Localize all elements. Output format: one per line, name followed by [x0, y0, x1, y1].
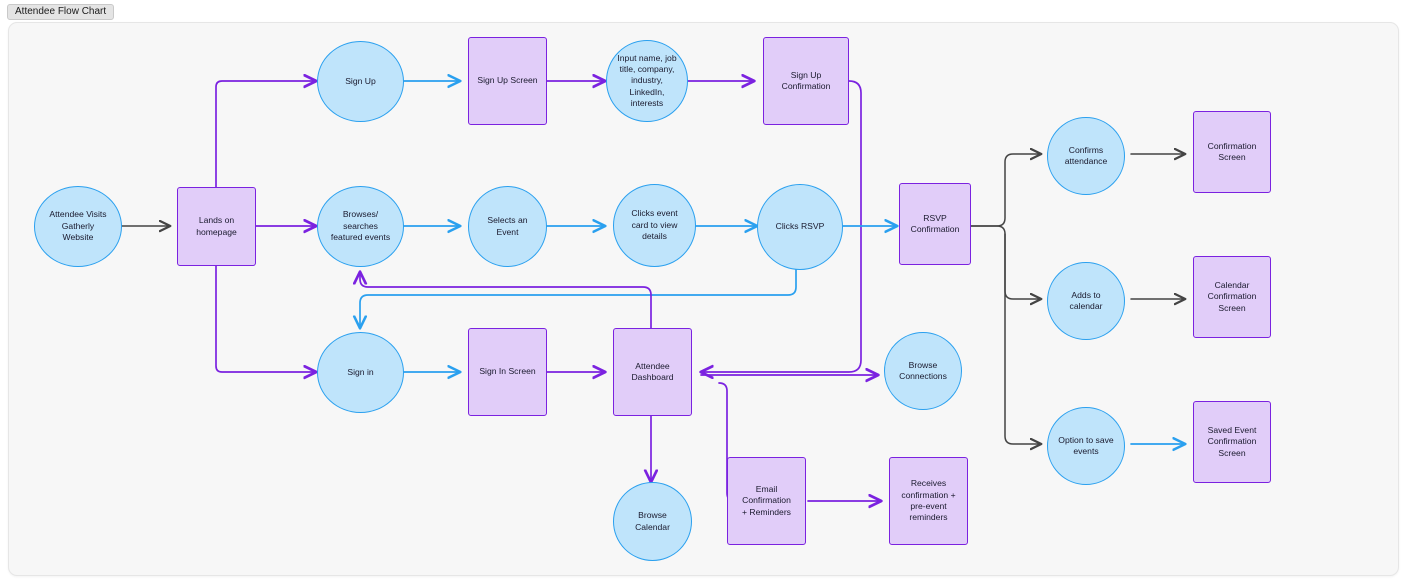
node-sign-in-screen[interactable]: Sign In Screen: [468, 328, 547, 416]
node-browse-calendar[interactable]: Browse Calendar: [613, 482, 692, 561]
node-label: Sign In Screen: [479, 366, 536, 377]
node-label: RSVP Confirmation: [910, 212, 960, 234]
node-sign-in[interactable]: Sign in: [317, 332, 404, 413]
node-label: Input name, job title, company, industry…: [617, 52, 677, 109]
node-clicks-rsvp[interactable]: Clicks RSVP: [757, 184, 843, 270]
node-label: Selects an Event: [487, 215, 528, 237]
edge-rsvp-to-confirms: [970, 154, 1041, 227]
node-label: Saved Event Confirmation Screen: [1207, 424, 1257, 458]
node-label: Attendee Dashboard: [631, 360, 674, 382]
edge-homepage-to-signin: [215, 265, 316, 372]
node-label: Sign in: [347, 366, 374, 377]
edge-rsvp-to-optionsave: [1004, 233, 1041, 444]
node-email-confirmation[interactable]: Email Confirmation + Reminders: [727, 457, 806, 545]
node-browses-events[interactable]: Browses/ searches featured events: [317, 186, 404, 267]
edge-homepage-to-signup: [215, 81, 316, 188]
node-attendee-dashboard[interactable]: Attendee Dashboard: [613, 328, 692, 416]
node-label: Lands on homepage: [196, 215, 237, 237]
node-sign-up-screen[interactable]: Sign Up Screen: [468, 37, 547, 125]
edge-clicksrsvp-to-signin: [360, 269, 797, 328]
tab-bar: Attendee Flow Chart: [0, 0, 1407, 21]
node-input-details[interactable]: Input name, job title, company, industry…: [606, 40, 688, 122]
node-label: Clicks RSVP: [775, 221, 825, 232]
node-confirms-attendance[interactable]: Confirms attendance: [1047, 117, 1125, 195]
node-label: Confirms attendance: [1064, 144, 1108, 166]
node-label: Sign Up: [345, 75, 376, 86]
node-label: Attendee Visits Gatherly Website: [49, 209, 107, 243]
node-label: Option to save events: [1058, 434, 1114, 456]
node-selects-an-event[interactable]: Selects an Event: [468, 186, 547, 267]
node-label: Browses/ searches featured events: [330, 209, 391, 243]
node-label: Sign Up Confirmation: [781, 69, 831, 91]
node-label: Receives confirmation + pre-event remind…: [901, 478, 956, 523]
connector-layer: [121, 23, 1398, 575]
edge-dashboard-to-browses: [360, 272, 652, 355]
document-title-tab[interactable]: Attendee Flow Chart: [7, 4, 115, 20]
node-clicks-event-card[interactable]: Clicks event card to view details: [613, 184, 696, 267]
node-receives-confirmation[interactable]: Receives confirmation + pre-event remind…: [889, 457, 968, 545]
flowchart-canvas[interactable]: Attendee Visits Gatherly Website Lands o…: [8, 22, 1399, 576]
node-label: Confirmation Screen: [1207, 140, 1257, 162]
node-label: Calendar Confirmation Screen: [1207, 279, 1257, 313]
node-confirmation-screen[interactable]: Confirmation Screen: [1193, 111, 1271, 193]
node-saved-event-confirmation-screen[interactable]: Saved Event Confirmation Screen: [1193, 401, 1271, 483]
node-option-to-save-events[interactable]: Option to save events: [1047, 407, 1125, 485]
node-attendee-visits[interactable]: Attendee Visits Gatherly Website: [34, 186, 122, 267]
node-sign-up[interactable]: Sign Up: [317, 41, 404, 122]
node-browse-connections[interactable]: Browse Connections: [884, 332, 962, 410]
edge-rsvp-to-addscalendar: [970, 225, 1041, 299]
node-label: Adds to calendar: [1069, 289, 1103, 311]
node-adds-to-calendar[interactable]: Adds to calendar: [1047, 262, 1125, 340]
node-label: Email Confirmation + Reminders: [742, 483, 791, 517]
node-label: Clicks event card to view details: [631, 208, 678, 242]
node-label: Sign Up Screen: [477, 75, 538, 86]
node-sign-up-confirmation[interactable]: Sign Up Confirmation: [763, 37, 849, 125]
node-label: Browse Calendar: [635, 510, 670, 532]
node-rsvp-confirmation[interactable]: RSVP Confirmation: [899, 183, 971, 265]
node-lands-on-homepage[interactable]: Lands on homepage: [177, 187, 256, 266]
edge-signupconfirmation-to-dashboard: [701, 80, 862, 372]
node-label: Browse Connections: [899, 359, 947, 381]
node-calendar-confirmation-screen[interactable]: Calendar Confirmation Screen: [1193, 256, 1271, 338]
